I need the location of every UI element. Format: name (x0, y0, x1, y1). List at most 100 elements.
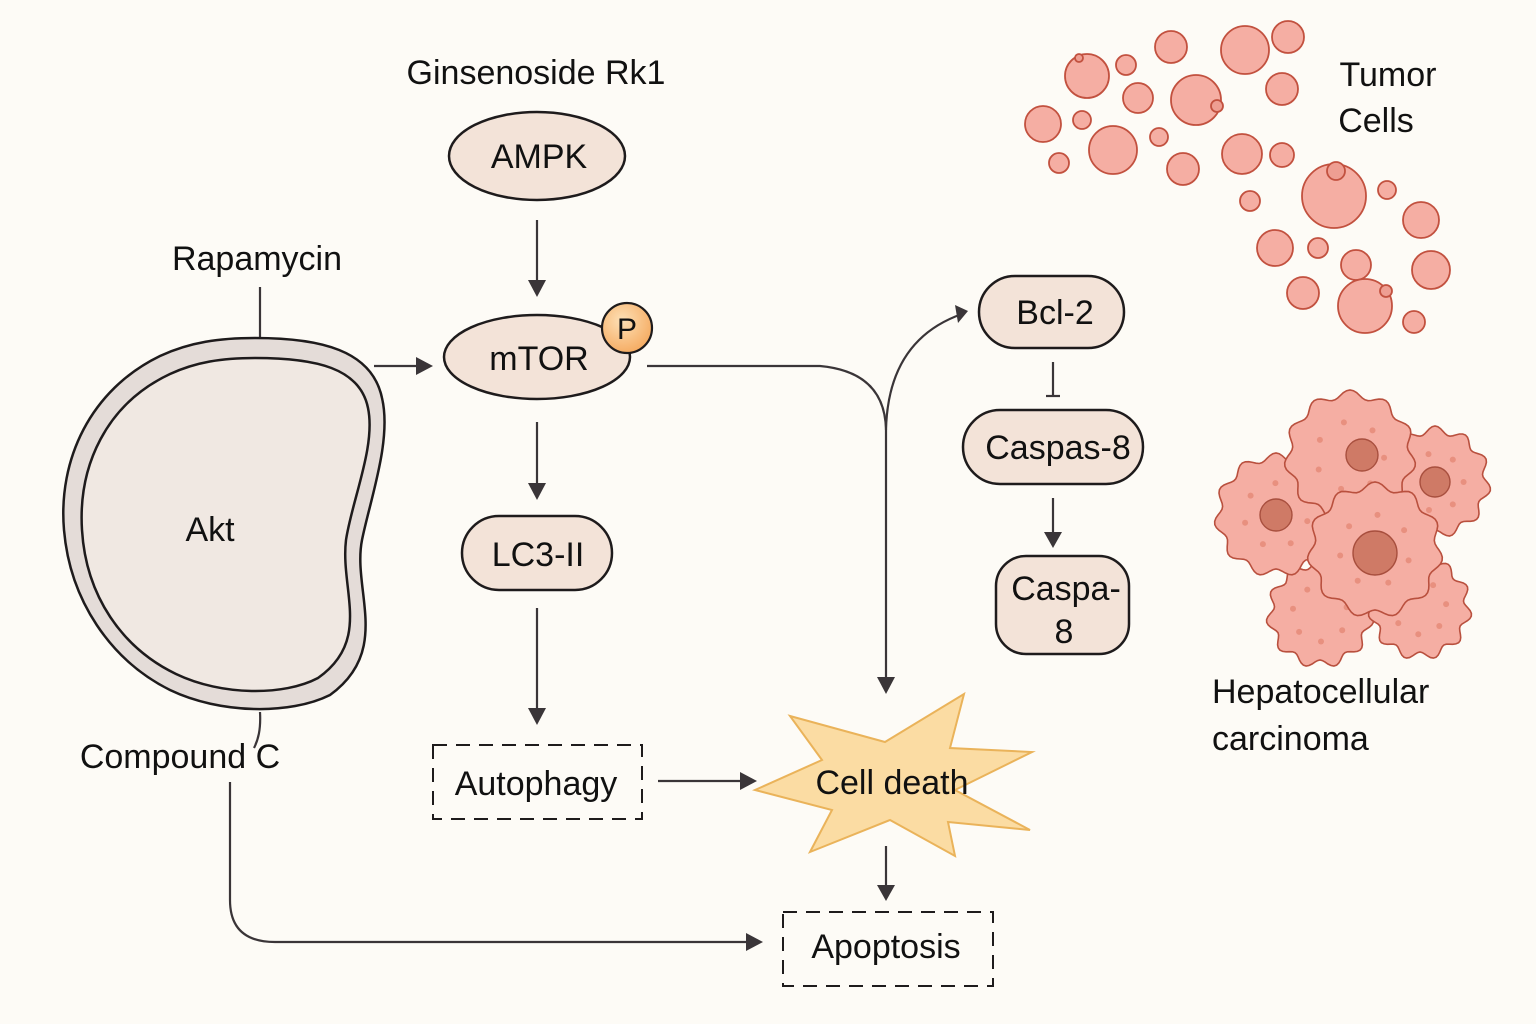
node-caspa-8[interactable]: Caspa- 8 (994, 554, 1131, 656)
cytoplasm-granule-icon (1338, 485, 1345, 492)
cytoplasm-granule-icon (1242, 519, 1249, 526)
cell-bleb-icon (1210, 99, 1224, 113)
node-mtor[interactable]: mTOR P (442, 301, 654, 401)
node-ampk[interactable]: AMPK (447, 110, 627, 202)
cytoplasm-granule-icon (1304, 518, 1311, 525)
phosphorylation-badge: P (600, 301, 654, 355)
cytoplasm-granule-icon (1460, 479, 1467, 485)
cytoplasm-granule-icon (1369, 427, 1376, 434)
nucleus-icon (1259, 498, 1293, 532)
cell-bleb-icon (1379, 284, 1393, 298)
tumor-cell-icon (1088, 125, 1138, 175)
cytoplasm-granule-icon (1287, 540, 1294, 547)
cell-bleb-icon (1326, 161, 1346, 181)
cytoplasm-granule-icon (1449, 456, 1456, 463)
cytoplasm-granule-icon (1296, 628, 1303, 635)
tumor-cell-icon (1115, 54, 1137, 76)
cytoplasm-granule-icon (1316, 436, 1323, 443)
arrowhead-icon (528, 708, 546, 725)
apoptosis-label: Apoptosis (811, 928, 960, 966)
phospho-label: P (617, 313, 637, 346)
ginsenoside-label: Ginsenoside Rk1 (407, 54, 666, 92)
tumor-cell-icon (1048, 152, 1070, 174)
cytoplasm-granule-icon (1395, 620, 1402, 627)
tumor-cell-icon (1271, 20, 1305, 54)
cytoplasm-granule-icon (1426, 507, 1432, 513)
mtor-label: mTOR (489, 340, 588, 378)
tumor-cell-icon (1337, 278, 1393, 334)
tumor-cells-label-line1: Tumor (1340, 56, 1437, 94)
arrowhead-icon (877, 677, 895, 694)
tumor-cell-icon (1166, 152, 1200, 186)
arrowhead-icon (955, 305, 968, 323)
phospho-circle-icon (600, 301, 654, 355)
tumor-cell-icon (1239, 190, 1261, 212)
cell-bleb-icon (1074, 53, 1084, 63)
arrow-mtor-bcl2 (884, 312, 963, 431)
node-lc3-ii[interactable]: LC3-II (460, 514, 614, 592)
tumor-cell-icon (1307, 237, 1329, 259)
cytoplasm-granule-icon (1436, 623, 1443, 629)
node-caspas-8[interactable]: Caspas-8 (961, 408, 1145, 486)
cytoplasm-granule-icon (1401, 527, 1408, 534)
tumor-cell-icon (1377, 180, 1397, 200)
cytoplasm-granule-icon (1272, 480, 1279, 487)
arrow-mtor-celldeath (647, 364, 888, 678)
ampk-shape (447, 110, 627, 202)
cytoplasm-granule-icon (1304, 586, 1311, 593)
tumor-cells-illustration (1024, 20, 1451, 334)
cytoplasm-granule-icon (1315, 466, 1322, 473)
nucleus-icon (1352, 530, 1398, 576)
cytoplasm-granule-icon (1247, 492, 1254, 499)
cytoplasm-granule-icon (1346, 523, 1353, 530)
nucleus-icon (1419, 466, 1451, 498)
akt-inner-membrane (80, 356, 371, 693)
cytoplasm-granule-icon (1443, 601, 1450, 608)
ampk-label: AMPK (491, 138, 588, 176)
tumor-cell-icon (1064, 53, 1110, 99)
tumor-cell-icon (1154, 30, 1188, 64)
tumor-cell-icon (1149, 127, 1169, 147)
arrow-compoundc-apoptosis (228, 782, 748, 944)
arrowhead-icon (877, 885, 895, 901)
cytoplasm-granule-icon (1381, 454, 1388, 461)
arrowhead-icon (740, 772, 757, 790)
caspas8-label: Caspas-8 (985, 429, 1131, 467)
caspa8-label-line1: Caspa- (1011, 570, 1121, 608)
connectors (228, 220, 1060, 944)
tumor-cell-icon (1024, 105, 1062, 143)
rapamycin-label: Rapamycin (172, 240, 342, 278)
compound-c-label: Compound C (80, 738, 280, 776)
node-apoptosis[interactable]: Apoptosis (782, 911, 994, 987)
lc3-shape (460, 514, 614, 592)
tumor-cell-icon (1402, 201, 1440, 239)
node-cell-death[interactable]: Cell death (751, 691, 1036, 858)
cytoplasm-granule-icon (1259, 541, 1266, 548)
cytoplasm-granule-icon (1430, 582, 1437, 589)
hcc-label-line2: carcinoma (1212, 720, 1369, 758)
caspa8-shape (994, 554, 1131, 656)
arrowhead-icon (1044, 532, 1062, 548)
akt-cell[interactable]: Akt (62, 336, 386, 711)
cytoplasm-granule-icon (1425, 451, 1432, 458)
cytoplasm-granule-icon (1374, 511, 1381, 518)
tumor-cell-icon (1220, 25, 1270, 75)
tumor-cells-label-line2: Cells (1338, 102, 1414, 140)
tumor-cell-icon (1265, 72, 1299, 106)
arrowhead-icon (528, 280, 546, 297)
tumor-cell-icon (1122, 82, 1154, 114)
tumor-cell-icon (1402, 310, 1426, 334)
tumor-cell-icon (1256, 229, 1294, 267)
node-autophagy[interactable]: Autophagy (432, 744, 643, 820)
cytoplasm-granule-icon (1449, 501, 1456, 508)
node-bcl-2[interactable]: Bcl-2 (977, 274, 1126, 350)
akt-label: Akt (185, 511, 235, 549)
lc3-label: LC3-II (492, 536, 585, 574)
cytoplasm-granule-icon (1354, 577, 1361, 584)
hcc-label-line1: Hepatocellular (1212, 673, 1429, 711)
tumor-cell-icon (1170, 74, 1222, 126)
arrowhead-icon (416, 357, 433, 375)
tumor-cell-icon (1340, 249, 1372, 281)
mtor-shape (442, 313, 632, 401)
